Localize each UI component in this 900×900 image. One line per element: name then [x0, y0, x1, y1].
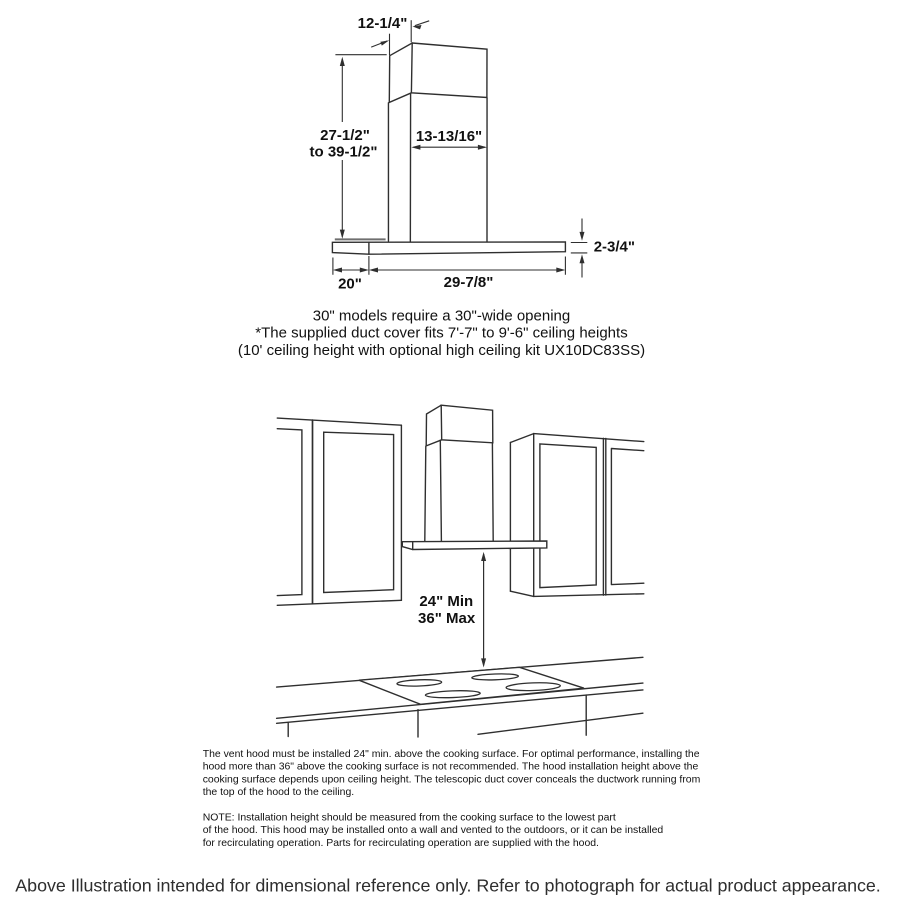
svg-text:for recirculating operation. P: for recirculating operation. Parts for r… [203, 838, 599, 849]
svg-text:12-1/4": 12-1/4" [358, 15, 408, 32]
svg-text:2-3/4": 2-3/4" [594, 239, 635, 256]
svg-text:(10' ceiling height with optio: (10' ceiling height with optional high c… [238, 342, 645, 359]
svg-text:cooking surface depends upon c: cooking surface depends upon ceiling hei… [203, 774, 701, 785]
svg-text:Above Illustration intended fo: Above Illustration intended for dimensio… [15, 876, 880, 896]
svg-text:30" models require a 30"-wide: 30" models require a 30"-wide opening [313, 308, 570, 325]
svg-text:27-1/2": 27-1/2" [320, 127, 370, 144]
svg-text:the top of the hood to the cei: the top of the hood to the ceiling. [203, 787, 354, 798]
svg-text:24" Min: 24" Min [419, 593, 473, 610]
svg-text:29-7/8": 29-7/8" [444, 274, 494, 291]
svg-text:hood more than 36" above the c: hood more than 36" above the cooking sur… [203, 762, 699, 773]
svg-text:36" Max: 36" Max [418, 610, 476, 627]
svg-text:NOTE: Installation height shou: NOTE: Installation height should be meas… [203, 813, 616, 824]
svg-text:*The supplied duct cover fits: *The supplied duct cover fits 7'-7" to 9… [255, 325, 627, 342]
svg-text:of the hood. This hood may be: of the hood. This hood may be installed … [203, 825, 664, 836]
svg-text:13-13/16": 13-13/16" [416, 128, 482, 145]
svg-text:20": 20" [338, 276, 362, 293]
svg-text:The vent hood must be installe: The vent hood must be installed 24" min.… [203, 749, 700, 760]
svg-text:to 39-1/2": to 39-1/2" [310, 144, 378, 161]
